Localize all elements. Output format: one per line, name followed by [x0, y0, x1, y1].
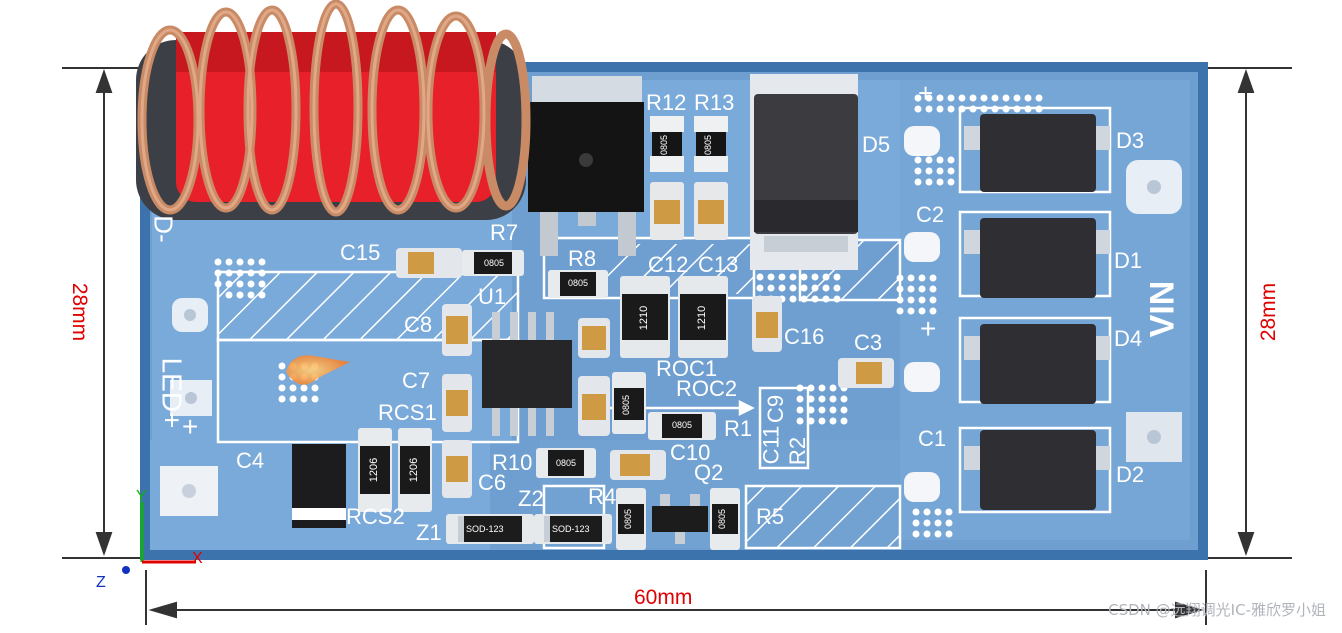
mark-z2: SOD-123	[552, 524, 590, 534]
label-c2: C2	[916, 202, 945, 227]
mark-r7: 0805	[484, 258, 505, 268]
label-d5: D5	[862, 132, 891, 157]
dim-height-left: 28mm	[68, 282, 92, 342]
mark-r4: 0805	[623, 508, 634, 530]
r0805-parts	[462, 250, 740, 550]
led	[286, 355, 350, 385]
label-d3: D3	[1116, 128, 1145, 153]
label-c11: C11	[758, 425, 784, 465]
label-c10: C10	[670, 440, 711, 465]
r12-r13	[650, 116, 728, 240]
label-r12: R12	[646, 90, 687, 115]
r1210-pair	[620, 276, 728, 358]
dim-height-right: 28mm	[1257, 282, 1281, 342]
label-r4: R4	[588, 484, 617, 509]
dim-width: 60mm	[634, 586, 693, 609]
mark-z1: SOD-123	[466, 524, 504, 534]
label-c4: C4	[236, 448, 265, 473]
d5-diode	[750, 74, 858, 270]
mark-r13: 0805	[703, 134, 714, 156]
label-r2: R2	[785, 436, 811, 466]
watermark: CSDN @远翔调光IC-雅欣罗小姐	[1108, 601, 1326, 619]
label-d4: D4	[1114, 326, 1143, 351]
label-c15: C15	[340, 240, 381, 265]
axis-triad	[122, 502, 196, 574]
mark-r1: 0805	[672, 420, 693, 430]
mark-rcs1-b: 1206	[408, 457, 421, 483]
label-plus-top: +	[918, 78, 934, 108]
label-c3: C3	[854, 330, 883, 355]
label-c12: C12	[648, 252, 689, 277]
label-c1: C1	[918, 426, 947, 451]
label-r1: R1	[724, 416, 753, 441]
smd-diodes	[964, 114, 1110, 510]
label-c9: C9	[763, 394, 789, 424]
toroid-inductor	[136, 0, 531, 220]
label-d2: D2	[1116, 462, 1145, 487]
axis-label-z: Z	[96, 574, 106, 591]
label-u1: U1	[478, 284, 507, 309]
label-roc1: ROC1	[656, 356, 718, 381]
pads	[160, 126, 1182, 516]
label-r8: R8	[568, 246, 597, 271]
u1-chip	[482, 312, 572, 436]
label-c6: C6	[478, 470, 507, 495]
label-q2: Q2	[694, 460, 724, 485]
mark-r5: 0805	[717, 508, 728, 530]
label-plus-left: +	[182, 411, 199, 442]
label-c16: C16	[784, 324, 825, 349]
axis-label-x: X	[192, 550, 203, 567]
rcs-resistors	[358, 428, 432, 512]
label-r5: R5	[756, 504, 785, 529]
ceramic-caps	[396, 248, 894, 498]
mark-r1210-b: 1210	[696, 305, 709, 331]
mark-rcs1-a: 1206	[368, 457, 381, 483]
dpak-mosfet	[528, 76, 644, 256]
label-c7: C7	[402, 368, 431, 393]
q2-transistor	[652, 494, 708, 544]
mark-r10: 0805	[556, 458, 577, 468]
label-r10: R10	[492, 450, 533, 475]
label-led-plus: LED+	[156, 357, 188, 429]
label-c13: C13	[698, 252, 739, 277]
mark-r1210-a: 1210	[638, 305, 651, 331]
mark-r8: 0805	[568, 278, 589, 288]
sod123-parts	[446, 514, 612, 544]
label-vin: VIN	[1143, 280, 1182, 338]
label-c8: C8	[404, 312, 433, 337]
label-roc2: ROC2	[676, 376, 738, 401]
label-d1: D1	[1114, 248, 1143, 273]
label-r7: R7	[490, 220, 519, 245]
rcs2-diode	[292, 444, 346, 528]
axis-label-y: Y	[136, 488, 147, 505]
label-rcs1: RCS1	[378, 400, 437, 425]
label-r13: R13	[694, 90, 735, 115]
label-rcs2: RCS2	[346, 504, 405, 529]
label-plus-right: +	[920, 313, 937, 344]
dimension-lines	[62, 67, 1292, 625]
label-z1: Z1	[416, 520, 442, 545]
label-d-minus: D-	[148, 215, 179, 243]
label-z2: Z2	[518, 486, 544, 511]
mark-r12: 0805	[659, 134, 670, 156]
mark-roc: 0805	[621, 394, 632, 416]
